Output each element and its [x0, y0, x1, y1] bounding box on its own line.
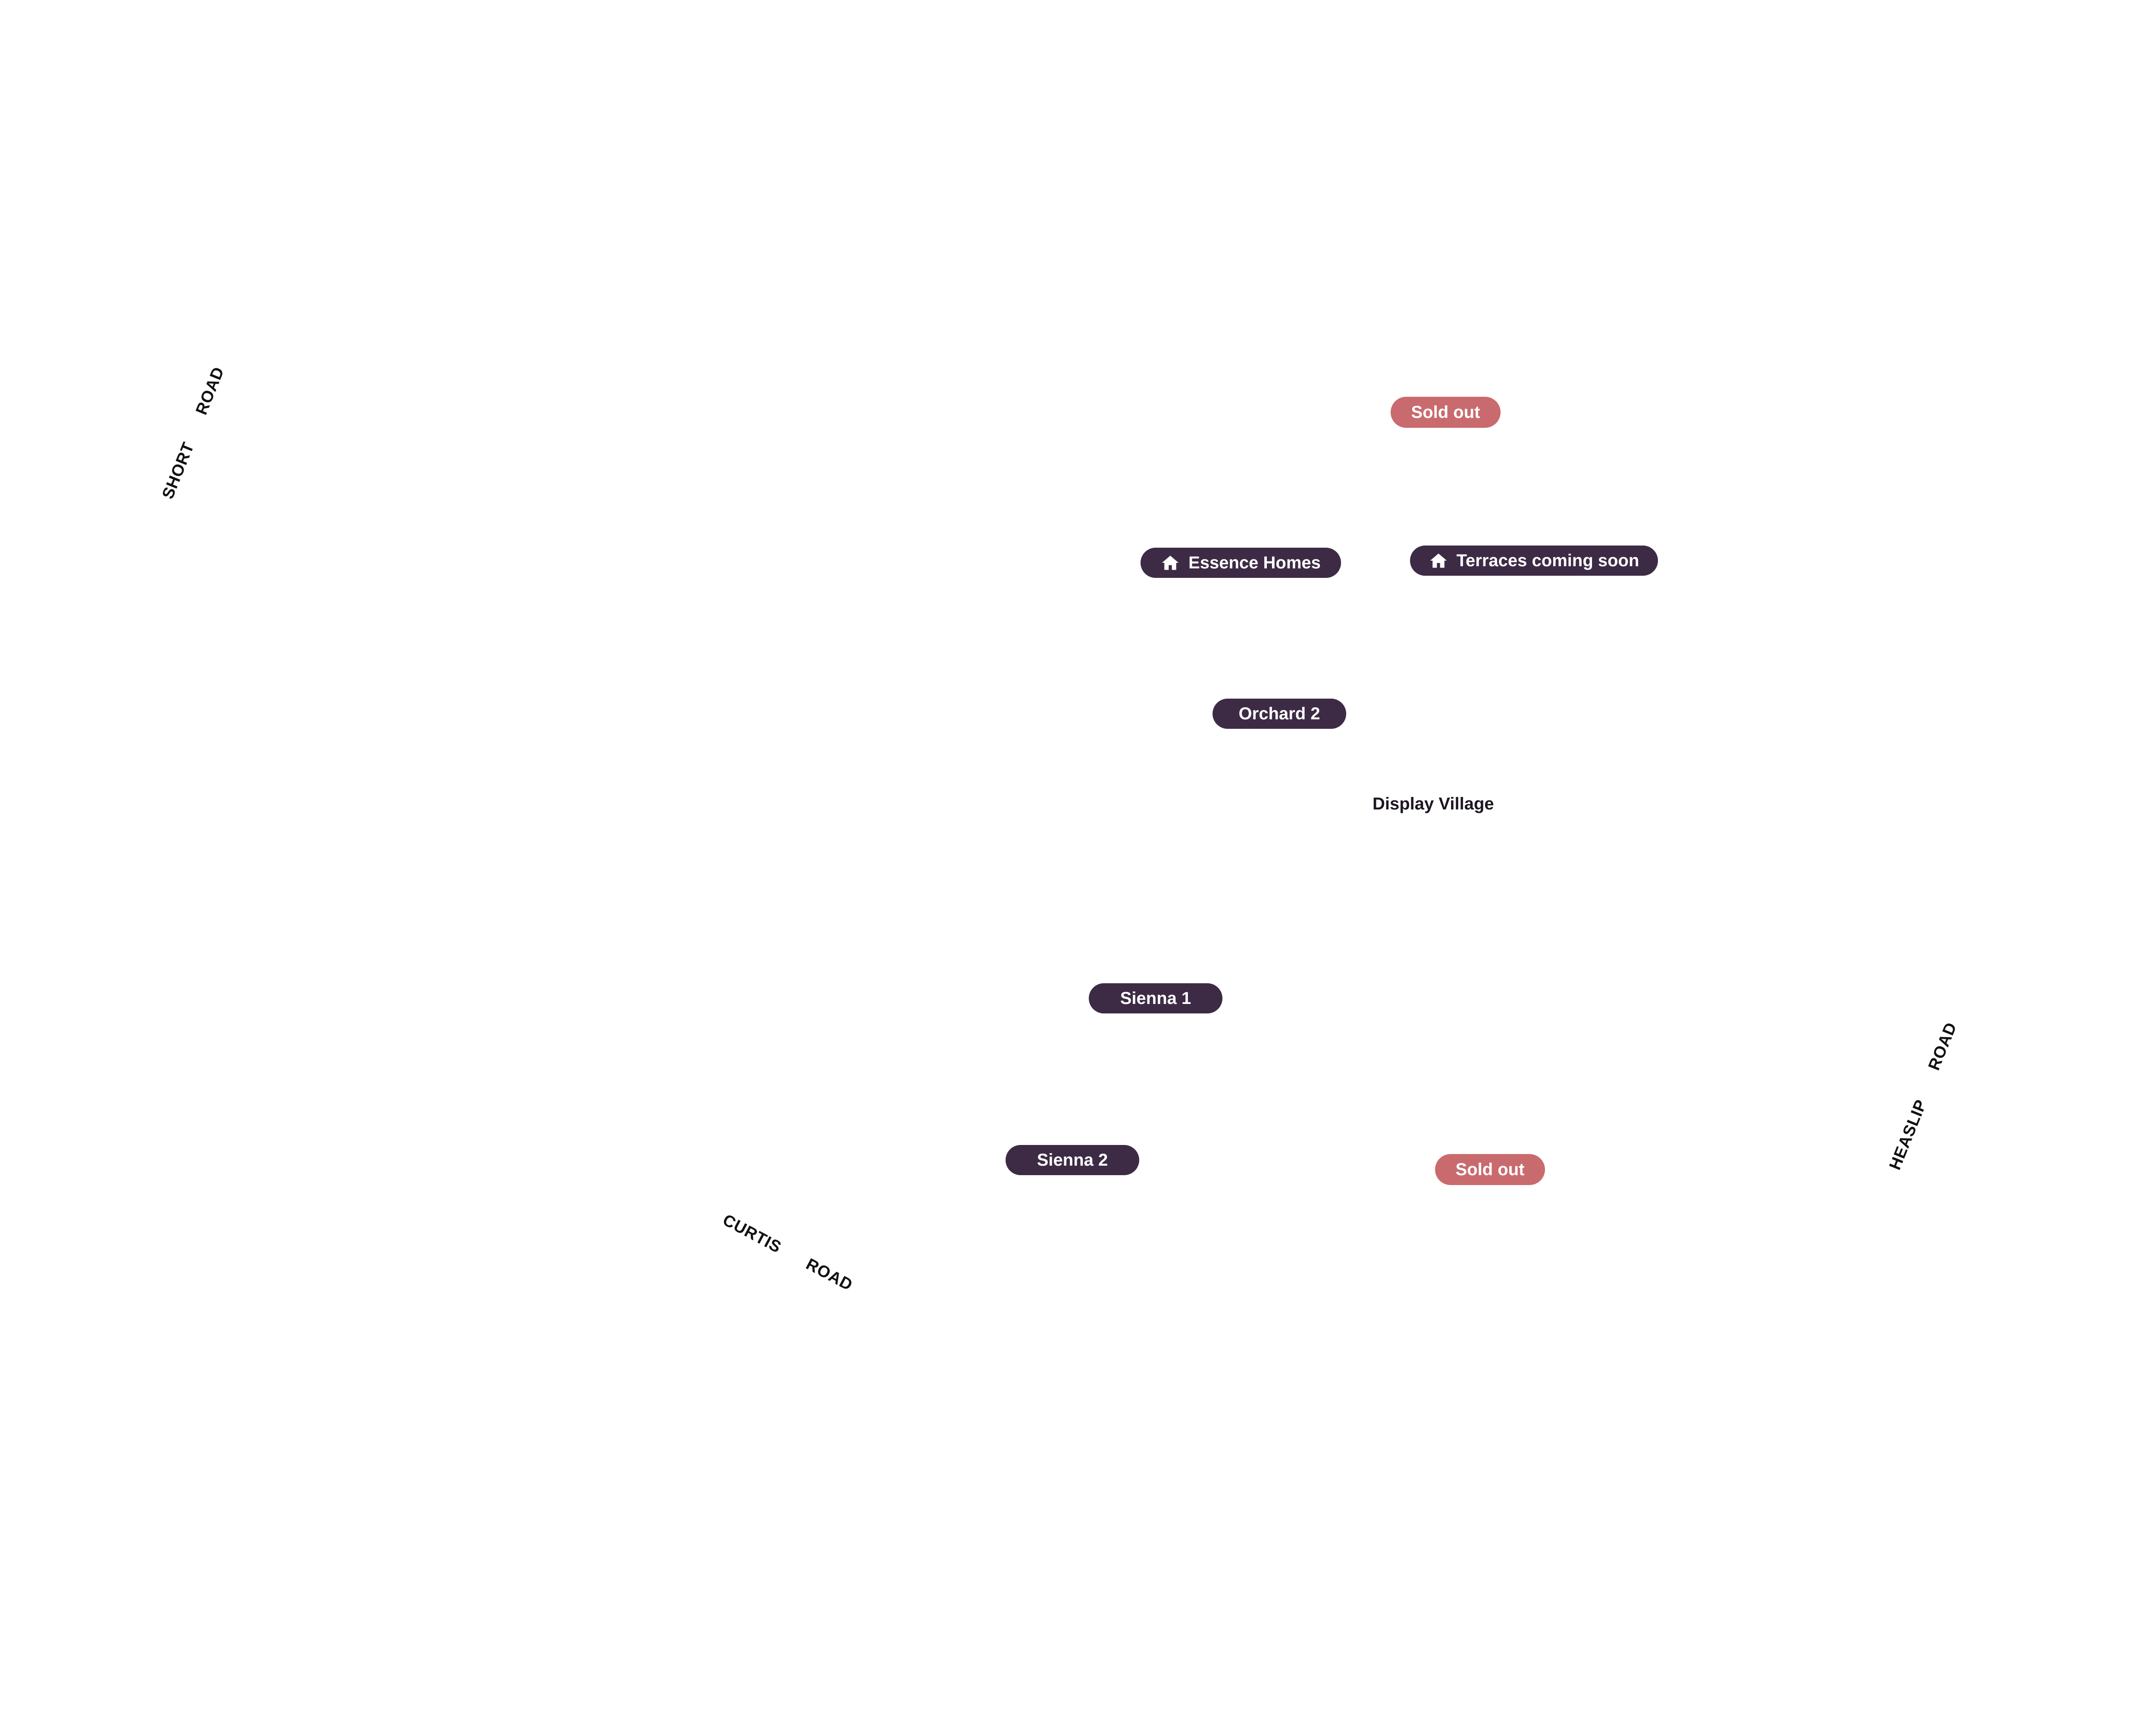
road-label-short-word: SHORT — [159, 439, 198, 502]
display-village-label: Display Village — [1373, 794, 1494, 813]
home-icon — [1429, 551, 1448, 570]
sold-out-marker-top[interactable]: Sold out — [1391, 397, 1501, 428]
sold-out-label: Sold out — [1411, 402, 1480, 422]
road-label-heaslip-word: HEASLIP — [1886, 1097, 1931, 1173]
sienna-2-marker[interactable]: Sienna 2 — [1006, 1145, 1139, 1175]
sienna-2-label: Sienna 2 — [1037, 1150, 1108, 1170]
essence-homes-label: Essence Homes — [1188, 553, 1321, 572]
sold-out-label: Sold out — [1455, 1160, 1525, 1179]
orchard-2-marker[interactable]: Orchard 2 — [1213, 699, 1346, 729]
road-label-short-road-word: ROAD — [192, 364, 228, 417]
terraces-coming-soon-marker[interactable]: Terraces coming soon — [1410, 546, 1658, 576]
road-label-heaslip-road-word: ROAD — [1925, 1019, 1961, 1073]
road-label-curtis-word: CURTIS — [720, 1211, 784, 1257]
road-label-curtis-road-word: ROAD — [803, 1255, 856, 1295]
sold-out-marker-bottom[interactable]: Sold out — [1435, 1154, 1545, 1185]
orchard-2-label: Orchard 2 — [1238, 704, 1320, 723]
home-icon — [1161, 553, 1180, 572]
sienna-1-label: Sienna 1 — [1120, 988, 1191, 1008]
essence-homes-marker[interactable]: Essence Homes — [1141, 548, 1341, 578]
terraces-coming-soon-label: Terraces coming soon — [1456, 551, 1639, 570]
sienna-1-marker[interactable]: Sienna 1 — [1089, 983, 1222, 1013]
